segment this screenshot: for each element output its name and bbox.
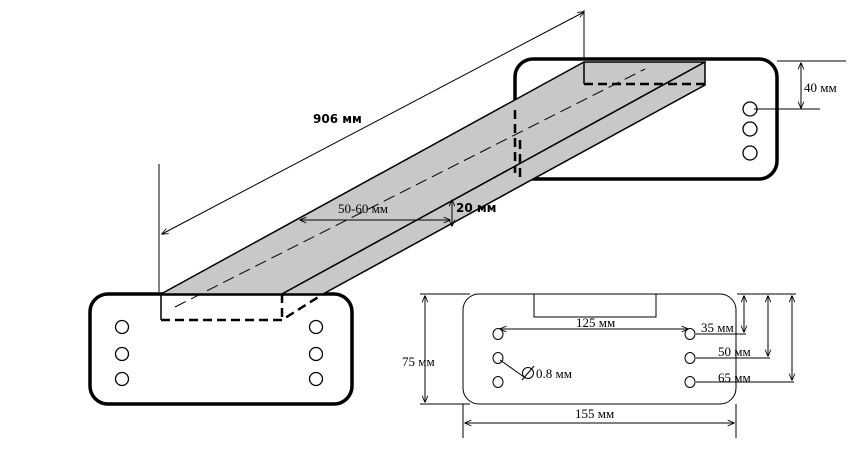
dimension-plate-offset xyxy=(754,60,846,110)
bottom-left-plate-holes xyxy=(114,319,324,387)
dimension-channel-width-label: 50-60 мм xyxy=(338,201,388,216)
plate-detail-channel-slot xyxy=(533,293,657,318)
dimension-length-label: 906 мм xyxy=(313,112,362,126)
channel-centerline xyxy=(174,68,646,308)
hole-diameter-callout xyxy=(499,359,535,381)
dimension-row-3-label: 65 мм xyxy=(718,370,751,385)
row-dimension-lines xyxy=(696,293,796,383)
dimension-channel-depth-label: 20 мм xyxy=(456,201,497,215)
bottom-left-plate xyxy=(88,292,354,406)
dimension-row-2-label: 50 мм xyxy=(718,344,751,359)
dimension-plate-height-label: 75 мм xyxy=(402,354,435,369)
dimension-plate-width xyxy=(462,404,737,438)
dimension-plate-width-label: 155 мм xyxy=(575,406,614,421)
dimension-hole-spacing-label: 125 мм xyxy=(576,315,615,330)
dimension-plate-offset-label: 40 мм xyxy=(804,80,837,95)
dimension-hole-diameter-label: 0.8 мм xyxy=(536,366,572,381)
channel-beam xyxy=(160,60,706,322)
dimension-plate-height xyxy=(420,293,470,405)
plate-detail: 125 мм 0.8 мм 35 мм 50 мм 65 мм 75 мм xyxy=(402,293,796,438)
dimension-length xyxy=(158,10,584,292)
dimension-row-1-label: 35 мм xyxy=(701,320,734,335)
